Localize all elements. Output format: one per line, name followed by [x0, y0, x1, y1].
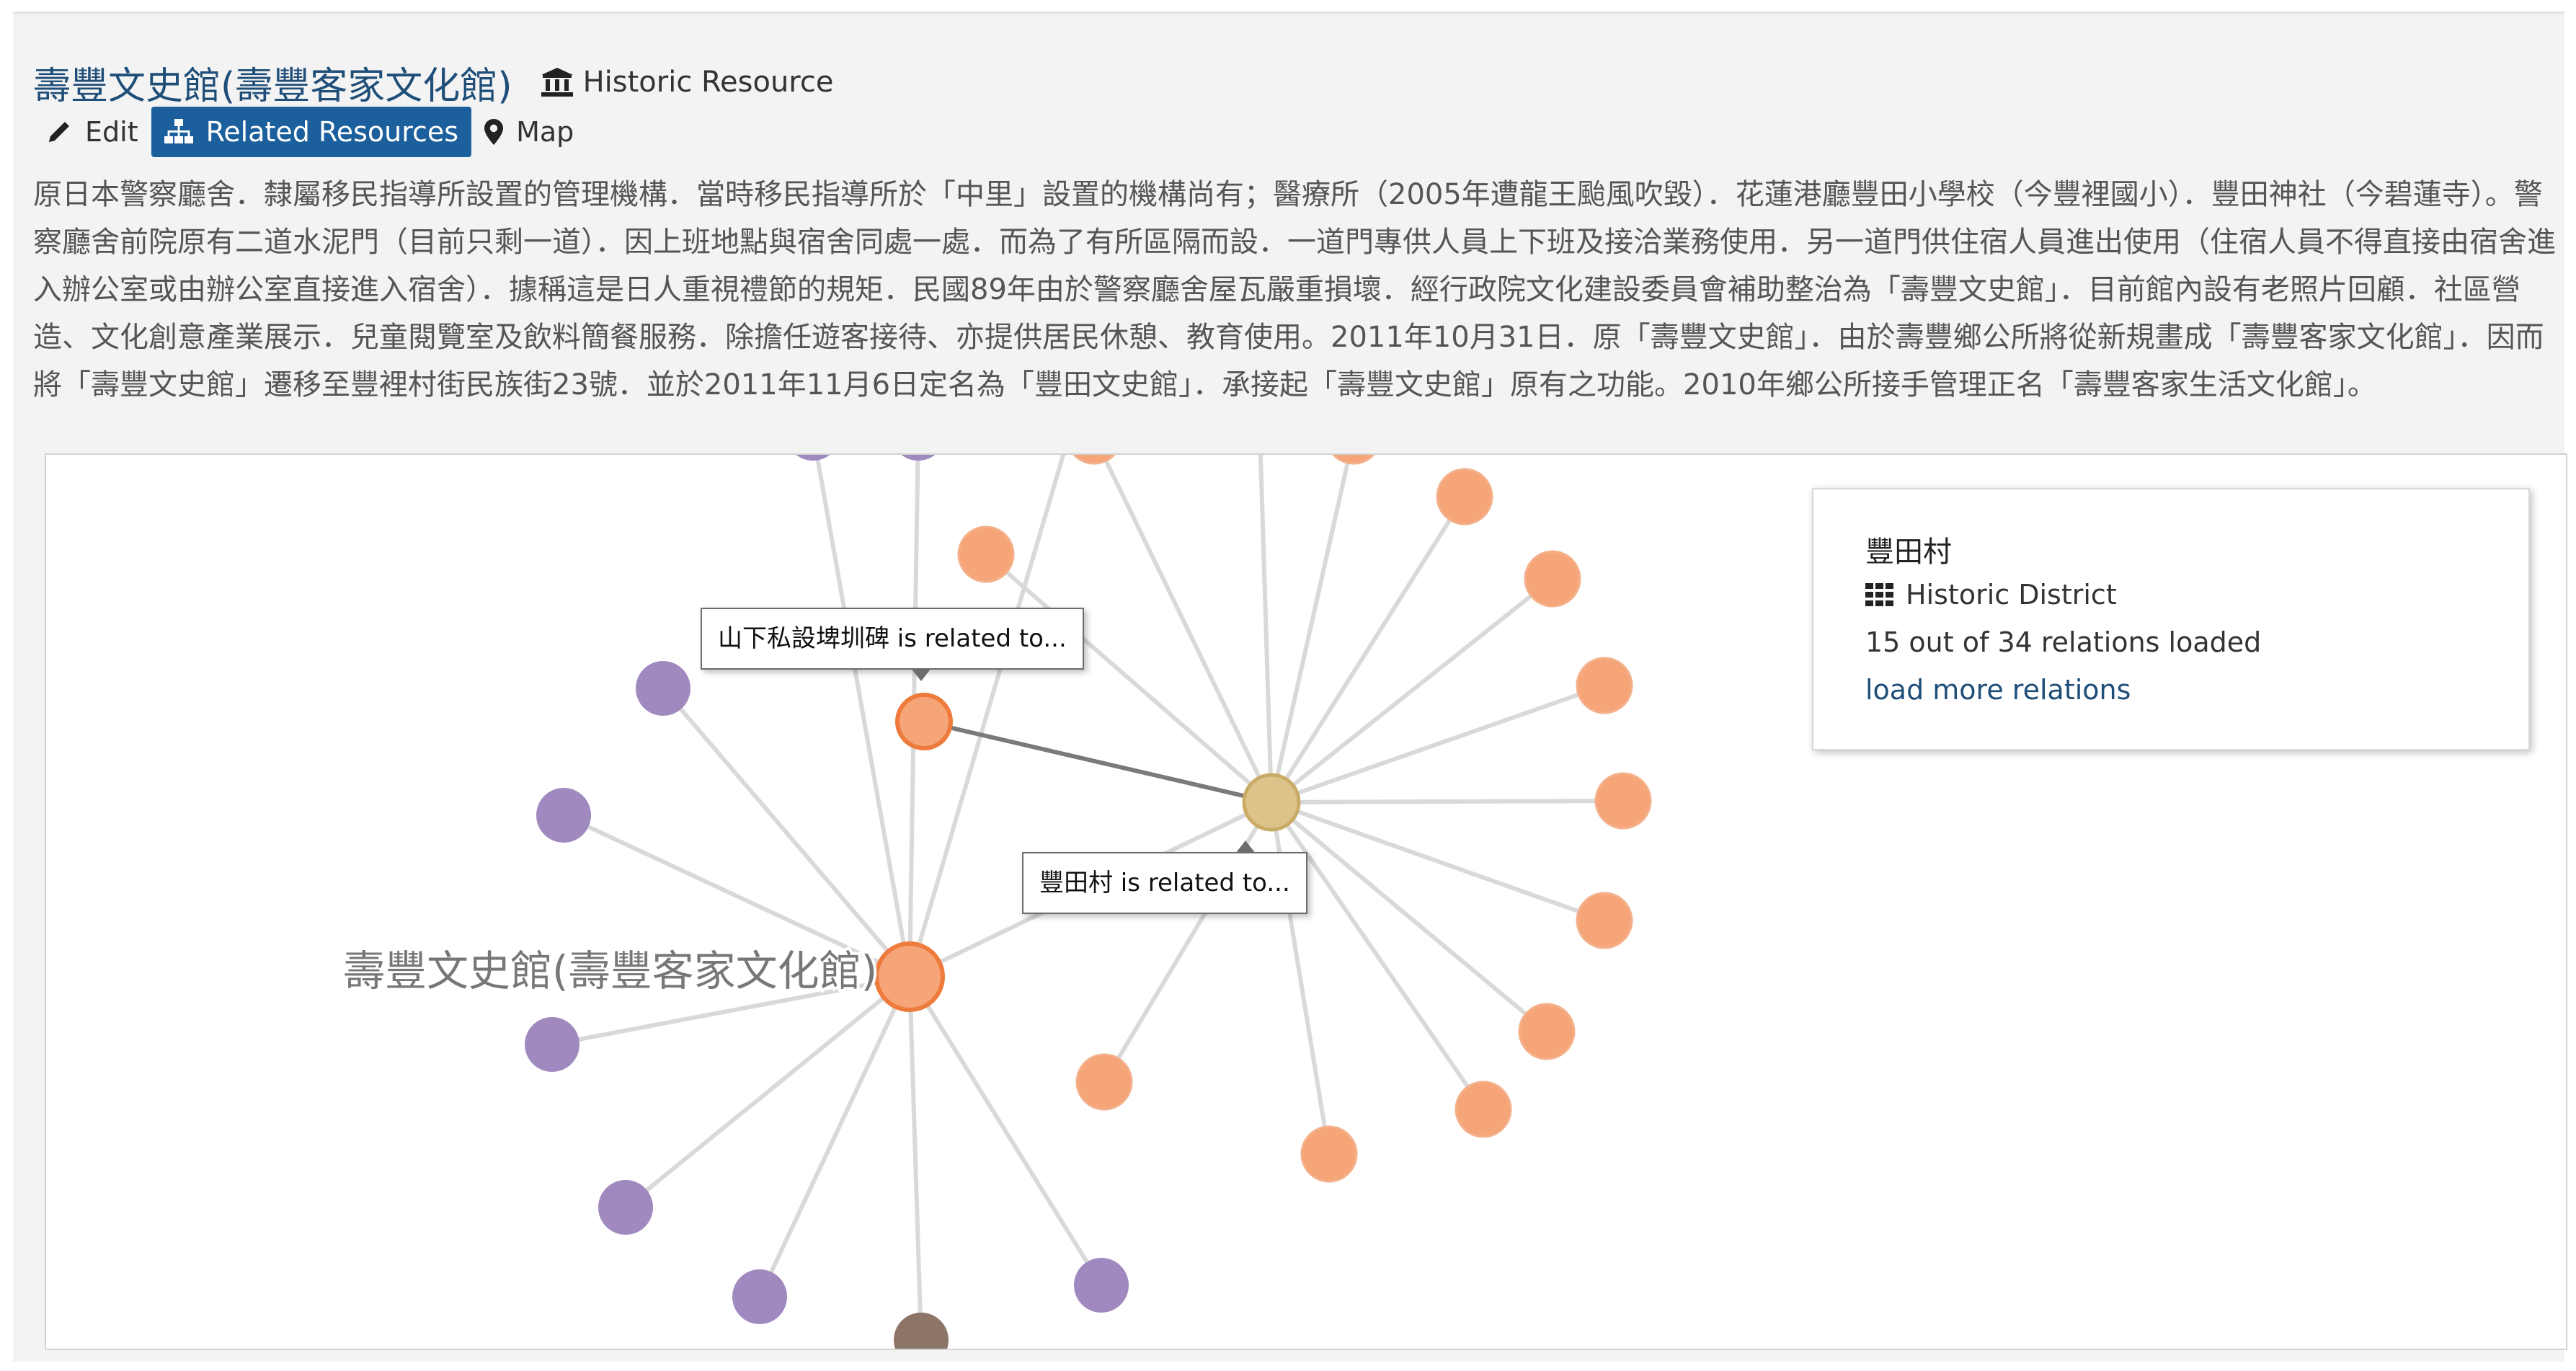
map-marker-icon — [484, 119, 504, 145]
graph-edge — [907, 976, 923, 1341]
related-node[interactable] — [1576, 892, 1633, 949]
graph-edge — [1271, 799, 1624, 804]
related-node[interactable] — [894, 1313, 949, 1349]
grid-icon — [1865, 583, 1893, 606]
pencil-icon — [49, 122, 69, 142]
tab-edit-label: Edit — [85, 116, 138, 148]
graph-edge — [551, 975, 910, 1047]
title-row: 壽豐文史館(壽豐客家文化館) Historic Resource — [33, 57, 834, 108]
info-card-type-label: Historic District — [1906, 579, 2117, 611]
resource-description: 原日本警察廳舍．隸屬移民指導所設置的管理機構．當時移民指導所於「中里」設置的機構… — [33, 178, 2556, 401]
resource-title: 壽豐文史館(壽豐客家文化館) — [33, 64, 512, 108]
graph-edge — [1258, 455, 1274, 803]
related-node[interactable] — [1075, 1053, 1133, 1111]
tab-related-resources[interactable]: Related Resources — [151, 107, 472, 157]
node-info-card: 豐田村 Historic District 15 out of 34 relat… — [1812, 488, 2530, 750]
related-node[interactable] — [1300, 1125, 1358, 1183]
graph-edge — [1271, 683, 1605, 804]
graph-edge — [1270, 800, 1606, 923]
graph-edge — [1269, 801, 1485, 1111]
graph-edge — [1101, 455, 1274, 804]
related-node[interactable] — [1067, 455, 1122, 465]
related-node[interactable] — [1524, 550, 1581, 608]
graph-network[interactable]: 壽豐文史館(壽豐客家文化館) — [46, 455, 2566, 1349]
related-node[interactable] — [891, 455, 946, 461]
graph-edge — [1269, 455, 1352, 803]
related-node[interactable] — [536, 788, 591, 843]
graph-edge — [661, 687, 912, 978]
tooltip-arrow — [1235, 840, 1256, 853]
tab-map[interactable]: Map — [471, 107, 587, 157]
related-node[interactable] — [1454, 1081, 1512, 1138]
related-node[interactable] — [636, 661, 690, 716]
graph-edge — [907, 455, 1066, 977]
resource-tabs: Edit Related Resources Map — [33, 106, 587, 158]
related-node[interactable] — [525, 1017, 579, 1072]
load-more-relations-link[interactable]: load more relations — [1865, 674, 2131, 706]
related-resources-graph[interactable]: 壽豐文史館(壽豐客家文化館) 山下私設埤圳碑 is related to... … — [45, 453, 2567, 1350]
related-node[interactable] — [1074, 1258, 1129, 1313]
tab-edit[interactable]: Edit — [33, 107, 151, 157]
hub-node-fengtian[interactable] — [1242, 773, 1301, 832]
related-node[interactable] — [786, 455, 840, 461]
node-tooltip-text: 豐田村 is related to... — [1039, 869, 1290, 897]
related-node[interactable] — [598, 1180, 653, 1235]
node-tooltip-text: 山下私設埤圳碑 is related to... — [718, 624, 1067, 653]
related-node[interactable] — [1576, 657, 1633, 714]
resource-type-label: Historic Resource — [582, 66, 834, 99]
graph-edge — [562, 813, 911, 979]
info-card-name: 豐田村 — [1865, 536, 1952, 569]
related-node[interactable] — [1436, 468, 1493, 525]
tooltip-arrow — [911, 668, 931, 681]
info-card-relations-count: 15 out of 34 relations loaded — [1865, 626, 2262, 658]
resource-panel: 壽豐文史館(壽豐客家文化館) Historic Resource Edit — [13, 12, 2567, 1362]
related-node[interactable] — [732, 1269, 787, 1324]
tab-map-label: Map — [516, 116, 574, 148]
node-tooltip-shanxia: 山下私設埤圳碑 is related to... — [701, 608, 1084, 681]
bank-icon — [541, 68, 573, 97]
graph-nodes — [525, 455, 1652, 1349]
resource-type-badge: Historic Resource — [541, 66, 834, 99]
graph-edge — [907, 975, 1103, 1287]
node-tooltip-fengtian: 豐田村 is related to... — [1022, 840, 1307, 914]
related-node[interactable] — [957, 525, 1015, 583]
info-card-type: Historic District — [1865, 579, 2117, 611]
related-node[interactable] — [1326, 455, 1381, 465]
center-node-label: 壽豐文史館(壽豐客家文化館) — [343, 946, 877, 995]
sitemap-icon — [164, 119, 193, 143]
related-node[interactable] — [1518, 1003, 1576, 1060]
graph-edge — [624, 975, 911, 1210]
graph-edge — [923, 719, 1272, 804]
graph-edge — [985, 552, 1273, 804]
graph-edge — [758, 975, 912, 1298]
tab-related-resources-label: Related Resources — [205, 116, 459, 148]
graph-edge — [814, 455, 912, 977]
related-node[interactable] — [1594, 772, 1652, 830]
graph-edge — [1269, 495, 1467, 804]
graph-edge — [1270, 577, 1554, 804]
center-node[interactable] — [874, 941, 945, 1012]
graph-edge — [1270, 800, 1548, 1034]
selected-node-shanxia[interactable] — [895, 693, 953, 750]
